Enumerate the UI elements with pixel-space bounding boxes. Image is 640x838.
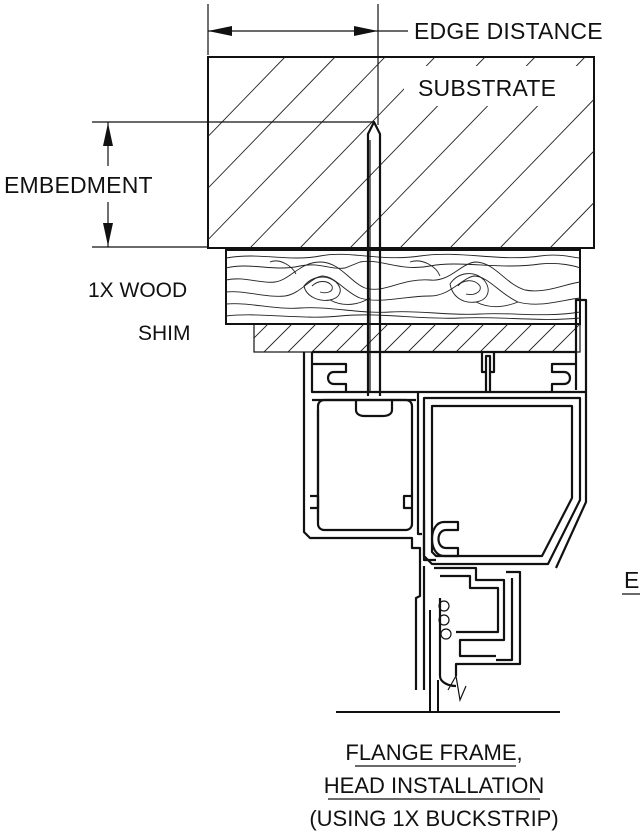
wood-label: 1X WOOD xyxy=(88,279,187,302)
edge-distance-dimension xyxy=(207,4,408,125)
embedment-label: EMBEDMENT xyxy=(4,172,153,198)
shim-label: SHIM xyxy=(138,322,191,345)
caption-line2: HEAD INSTALLATION xyxy=(324,773,544,798)
edge-distance-label: EDGE DISTANCE xyxy=(414,18,603,44)
wood-buckstrip xyxy=(225,249,581,325)
shim-grain xyxy=(254,324,580,352)
wood-grain xyxy=(226,253,580,320)
embedment-dimension xyxy=(92,121,374,248)
floor-line xyxy=(336,674,560,713)
caption: FLANGE FRAME, HEAD INSTALLATION (USING 1… xyxy=(309,740,558,831)
flange-frame-profile xyxy=(302,298,588,712)
caption-line3: (USING 1X BUCKSTRIP) xyxy=(309,806,558,831)
caption-line1: FLANGE FRAME, xyxy=(345,740,522,765)
substrate-label: SUBSTRATE xyxy=(418,75,556,101)
edge-fragment-label: E xyxy=(624,567,640,593)
shim xyxy=(253,323,581,353)
anchor-fastener xyxy=(366,120,382,396)
